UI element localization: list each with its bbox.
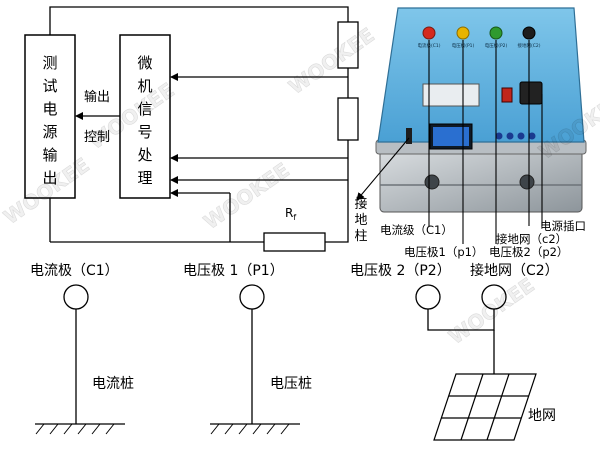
key-button-icon bbox=[517, 132, 525, 140]
electrode-p1-label: 电压极 1（P1） bbox=[183, 263, 284, 279]
wire-top-loop bbox=[49, 6, 349, 35]
key-button-icon bbox=[506, 132, 514, 140]
ground-hatch bbox=[35, 423, 290, 435]
ground-post-char: 地 bbox=[354, 213, 367, 228]
control-label: 控制 bbox=[84, 130, 110, 145]
electrode-c2-label: 接地网（C2） bbox=[470, 262, 559, 279]
test-output-box bbox=[24, 34, 76, 199]
test-output-char: 源 bbox=[42, 123, 57, 141]
tester-device: 电流极(C1) 电压极(P1) 电压极(P2) 接地网(C2) bbox=[375, 7, 587, 213]
ground-post-char: 柱 bbox=[354, 229, 367, 244]
micro-char: 信 bbox=[137, 100, 152, 118]
micro-char: 号 bbox=[137, 123, 152, 141]
power-socket-icon bbox=[519, 81, 543, 105]
wire-right-bus bbox=[325, 140, 349, 243]
output-label: 输出 bbox=[84, 89, 110, 105]
ground-post-knob bbox=[406, 128, 412, 144]
terminal-c1-knob bbox=[422, 26, 436, 40]
test-output-char: 试 bbox=[42, 77, 57, 95]
electrode-c1-label: 电流极（C1） bbox=[30, 263, 119, 279]
terminal-c2-knob bbox=[522, 26, 536, 40]
callout-power-socket: 电源插口 bbox=[540, 219, 586, 233]
callout-ground-net: 接地网（c2） bbox=[496, 232, 567, 246]
p2-c2-link bbox=[427, 309, 495, 331]
electrodes bbox=[63, 284, 507, 310]
leader-ground-post bbox=[356, 137, 410, 201]
electrode-p2 bbox=[415, 284, 441, 310]
ground-grid bbox=[433, 373, 537, 441]
circuit-wires bbox=[49, 6, 349, 243]
stake-lines bbox=[35, 309, 300, 425]
lcd-display bbox=[433, 127, 469, 146]
rf-subscript: f bbox=[293, 213, 296, 222]
resistor-upper bbox=[337, 21, 359, 69]
watermark-text: WOOKEE bbox=[284, 23, 379, 99]
electrode-p2-label: 电压极 2（P2） bbox=[350, 263, 451, 279]
rf-resistor bbox=[263, 232, 326, 252]
callout-voltage-pole-1: 电压极1（p1） bbox=[404, 245, 483, 259]
latch-icon bbox=[424, 174, 440, 190]
key-button-icon bbox=[528, 132, 536, 140]
micro-char: 微 bbox=[137, 54, 152, 72]
test-output-char: 输 bbox=[42, 146, 57, 164]
callout-current-pole: 电流级（C1） bbox=[380, 223, 453, 237]
ground-post-char: 接 bbox=[354, 196, 367, 212]
current-stake-label: 电流桩 bbox=[92, 375, 134, 392]
grid-outline bbox=[433, 373, 537, 441]
test-output-label: 测 试 电 源 输 出 bbox=[42, 54, 57, 187]
test-output-char: 电 bbox=[42, 100, 57, 118]
electrode-c1 bbox=[63, 284, 89, 310]
electrode-labels: 电流极（C1） 电压极 1（P1） 电压极 2（P2） 接地网（C2） bbox=[30, 262, 559, 279]
power-switch bbox=[501, 87, 513, 103]
device-panel bbox=[377, 7, 585, 143]
resistor-lower bbox=[337, 97, 359, 141]
terminal-p2-knob bbox=[489, 26, 503, 40]
watermark-text: WOOKEE bbox=[199, 158, 294, 234]
device-callouts: 电流级（C1） 电压极1（p1） 电压极2（p2） 接地网（c2） 电源插口 bbox=[380, 219, 586, 259]
test-output-char: 测 bbox=[42, 54, 57, 72]
ground-grid-label: 地网 bbox=[528, 408, 556, 424]
micro-char: 机 bbox=[137, 77, 152, 95]
latch-icon bbox=[519, 174, 535, 190]
voltage-stake-label: 电压桩 bbox=[270, 375, 312, 392]
watermark-text: WOOKEE bbox=[444, 273, 539, 349]
callout-voltage-pole-2: 电压极2（p2） bbox=[489, 245, 568, 259]
terminal-p1-knob bbox=[456, 26, 470, 40]
rf-main: R bbox=[285, 206, 293, 220]
micro-char: 理 bbox=[137, 169, 152, 187]
micro-char: 处 bbox=[137, 146, 152, 164]
electrode-p1 bbox=[239, 284, 265, 310]
rf-label: Rf bbox=[285, 206, 296, 222]
test-output-char: 出 bbox=[42, 169, 57, 187]
leader-lines bbox=[428, 40, 543, 244]
signal-arrows bbox=[75, 73, 348, 197]
ground-post-label: 接 地 柱 bbox=[354, 196, 367, 244]
microprocessor-label: 微 机 信 号 处 理 bbox=[137, 54, 152, 187]
key-button-icon bbox=[495, 132, 503, 140]
printer-slot bbox=[422, 83, 480, 107]
